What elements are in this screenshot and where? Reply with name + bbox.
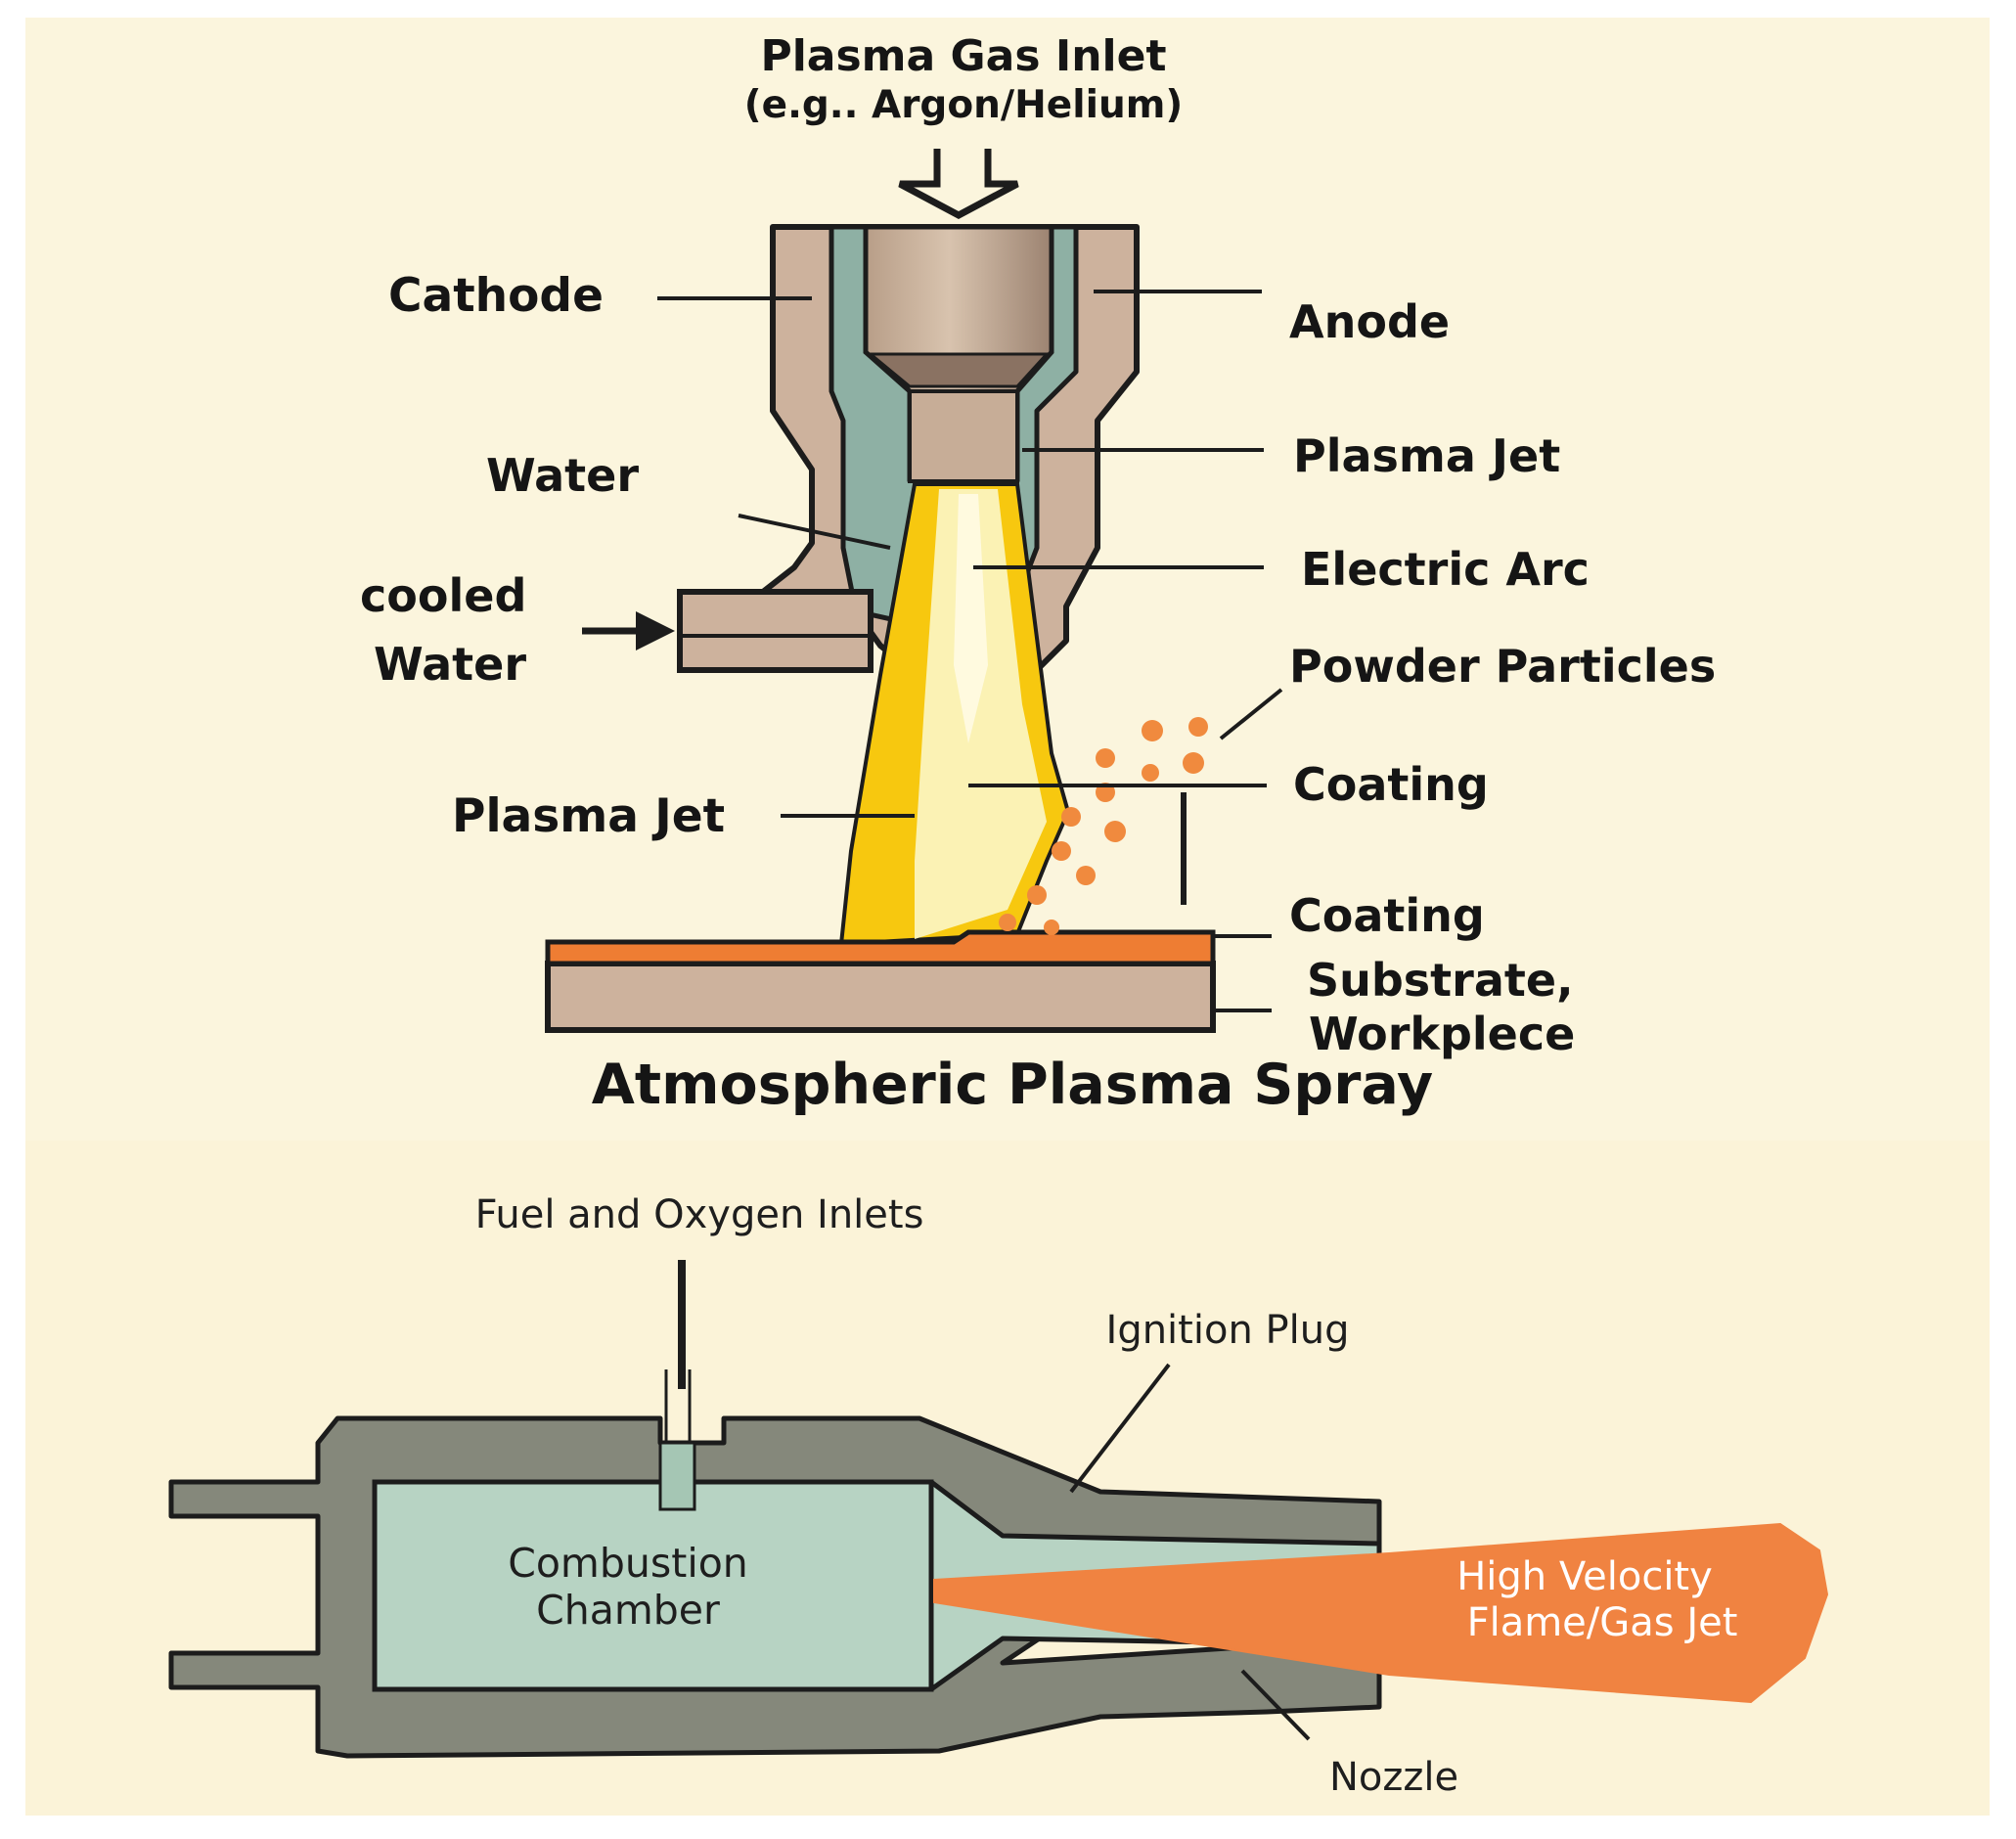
label-electric-arc: Electric Arc bbox=[1301, 543, 1590, 596]
substrate bbox=[545, 961, 1216, 1033]
label-nozzle: Nozzle bbox=[1329, 1755, 1458, 1800]
aps-title: Atmospheric Plasma Spray bbox=[592, 1053, 1433, 1117]
particle bbox=[1188, 717, 1208, 737]
label-combustion: Combustion bbox=[508, 1540, 748, 1587]
plasma-streak bbox=[954, 494, 988, 743]
leader-lines-bottom bbox=[1069, 1363, 1311, 1741]
fuel-inlet-nipple bbox=[658, 1441, 696, 1511]
label-high-velocity: High Velocity bbox=[1456, 1554, 1713, 1599]
water-inlet-pipe bbox=[677, 589, 874, 673]
particle bbox=[1044, 920, 1059, 935]
label-cooled-water: Water bbox=[374, 638, 526, 691]
cathode-nozzle bbox=[908, 389, 1019, 483]
particle bbox=[1076, 866, 1096, 885]
label-fuel-inlets: Fuel and Oxygen Inlets bbox=[475, 1192, 924, 1237]
leader-ignition-plug bbox=[1069, 1363, 1171, 1494]
label-anode: Anode bbox=[1289, 295, 1450, 348]
particle bbox=[1142, 720, 1163, 741]
label-plasma-jet-upper: Plasma Jet bbox=[1293, 429, 1560, 482]
gas-inlet-arrow-icon bbox=[898, 149, 1019, 219]
label-cooled: cooled bbox=[360, 569, 526, 622]
label-ignition-plug: Ignition Plug bbox=[1106, 1308, 1350, 1353]
particle bbox=[1096, 748, 1115, 768]
label-water: Water bbox=[486, 449, 639, 502]
particle bbox=[1183, 752, 1204, 774]
leader-lines-top bbox=[657, 290, 1283, 1012]
label-chamber: Chamber bbox=[536, 1587, 720, 1634]
particle bbox=[1027, 885, 1047, 905]
leader-nozzle bbox=[1240, 1669, 1311, 1741]
particle bbox=[1104, 821, 1126, 842]
label-substrate: Substrate, bbox=[1307, 954, 1574, 1007]
label-workpiece: Workplece bbox=[1309, 1008, 1575, 1060]
coating-layer bbox=[545, 929, 1216, 966]
label-powder-particles: Powder Particles bbox=[1289, 640, 1716, 693]
label-coating-lower: Coating bbox=[1289, 889, 1485, 942]
label-plasma-jet-left: Plasma Jet bbox=[452, 789, 725, 843]
flame-jet bbox=[933, 1522, 1829, 1704]
particle bbox=[1052, 841, 1071, 861]
leader-powder bbox=[1219, 688, 1283, 740]
label-cathode: Cathode bbox=[388, 269, 604, 323]
particle bbox=[999, 914, 1016, 931]
plasma-core bbox=[915, 489, 1047, 939]
label-flame-gas-jet: Flame/Gas Jet bbox=[1467, 1600, 1738, 1645]
particle bbox=[1142, 764, 1159, 782]
gas-inlet-title: Plasma Gas Inlet bbox=[760, 31, 1166, 81]
label-coating-upper: Coating bbox=[1293, 758, 1489, 811]
particle bbox=[1061, 807, 1081, 827]
powder-particles bbox=[999, 717, 1208, 935]
gas-inlet-subtitle: (e.g.. Argon/Helium) bbox=[744, 83, 1183, 127]
water-arrow-icon bbox=[636, 611, 675, 650]
leader-water bbox=[738, 514, 891, 550]
combustion-chamber bbox=[372, 1479, 934, 1692]
cathode-tip bbox=[866, 352, 1051, 388]
